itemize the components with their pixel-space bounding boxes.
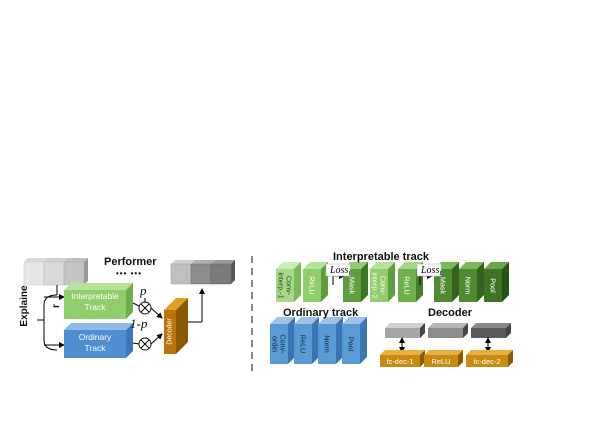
interp-layer-6-label: Mask [439,277,448,295]
decoder-block [164,298,188,354]
interp-layer-1: Conv-interp.-1 [276,262,301,302]
decoder-gray-block-3 [471,323,511,338]
explainer-bracket [37,285,65,351]
loss-label-1: LossI [329,265,351,277]
decoder-layer-2-label: ReLU [431,357,450,366]
ordinary-layer-3-label: Norm [323,335,332,353]
one-minus-p-label: 1-p [130,316,148,331]
ordinary-layer-2-label: ReLU [299,335,308,353]
interp-layer-7-label: Norm [464,277,473,295]
decoder-title: Decoder [428,307,473,319]
ordinary-track-title: Ordinary track [283,307,359,319]
multiply-circle-top [138,301,152,315]
interp-layer-5-label: ReLU [403,276,412,294]
interp-layer-7: Norm [459,262,484,302]
loss-box-1: LossI [325,263,351,277]
interpretable-track-box [64,283,133,319]
ordinary-track-label: Ordinary Track [78,332,112,353]
interp-layer-2: ReLU [303,262,328,302]
interpretable-layers: Conv-interp.-1 ReLU Mask Conv-interp.-2 ReLU… [276,262,509,302]
interp-layer-8-label: Pool [489,278,498,293]
decoder-layer-2: ReLU [424,350,463,367]
decoder-gray-block-1 [385,323,425,338]
ordinary-layer-2: ReLU [294,317,319,364]
output-tensor [170,260,235,285]
track-connectors [132,298,163,345]
decoder-layer-1-label: fc-dec-1 [386,357,413,366]
interpretable-track-title: Interpretable track [333,251,429,263]
input-tensor [23,258,88,286]
interp-layer-1-label: Conv-interp.-1 [277,272,294,298]
interp-layer-2-label: ReLU [308,276,317,294]
interp-layer-8: Pool [484,262,509,302]
ordinary-layer-3: Norm [318,317,343,364]
ordinary-layers: Conv-ordin ReLU Norm Pool [270,317,367,364]
decoder-gray-block-2 [428,323,468,338]
decoder-layer-1: fc-dec-1 [380,350,425,367]
multiply-circle-bottom [138,337,152,351]
interpretable-track-label: Interpretable Track [71,291,119,312]
performer-label: Performer [104,256,157,268]
loss-box-2: LossI [416,263,442,277]
performer-dots: ••• ••• [116,269,143,278]
decoder-layer-3: fc-dec-2 [466,350,513,367]
decoder-layers: fc-dec-1 ReLU fc-dec-2 [380,323,513,367]
ordinary-layer-1-label: Conv-ordin [271,334,288,354]
ordinary-layer-1: Conv-ordin [270,317,295,364]
decoder-label: Decoder [166,318,174,345]
ordinary-layer-4: Pool [342,317,367,364]
p-label: p [140,283,147,298]
interp-layer-4: Conv-interp.-2 [370,262,395,302]
output-path [188,288,205,323]
loss-label-2: LossI [420,265,442,277]
ordinary-track-box [64,323,133,358]
interp-layer-4-label: Conv-interp.-2 [371,272,388,298]
interp-layer-3-label: Mask [348,277,357,295]
decoder-layer-3-label: fc-dec-2 [473,357,500,366]
ordinary-layer-4-label: Pool [347,337,356,352]
